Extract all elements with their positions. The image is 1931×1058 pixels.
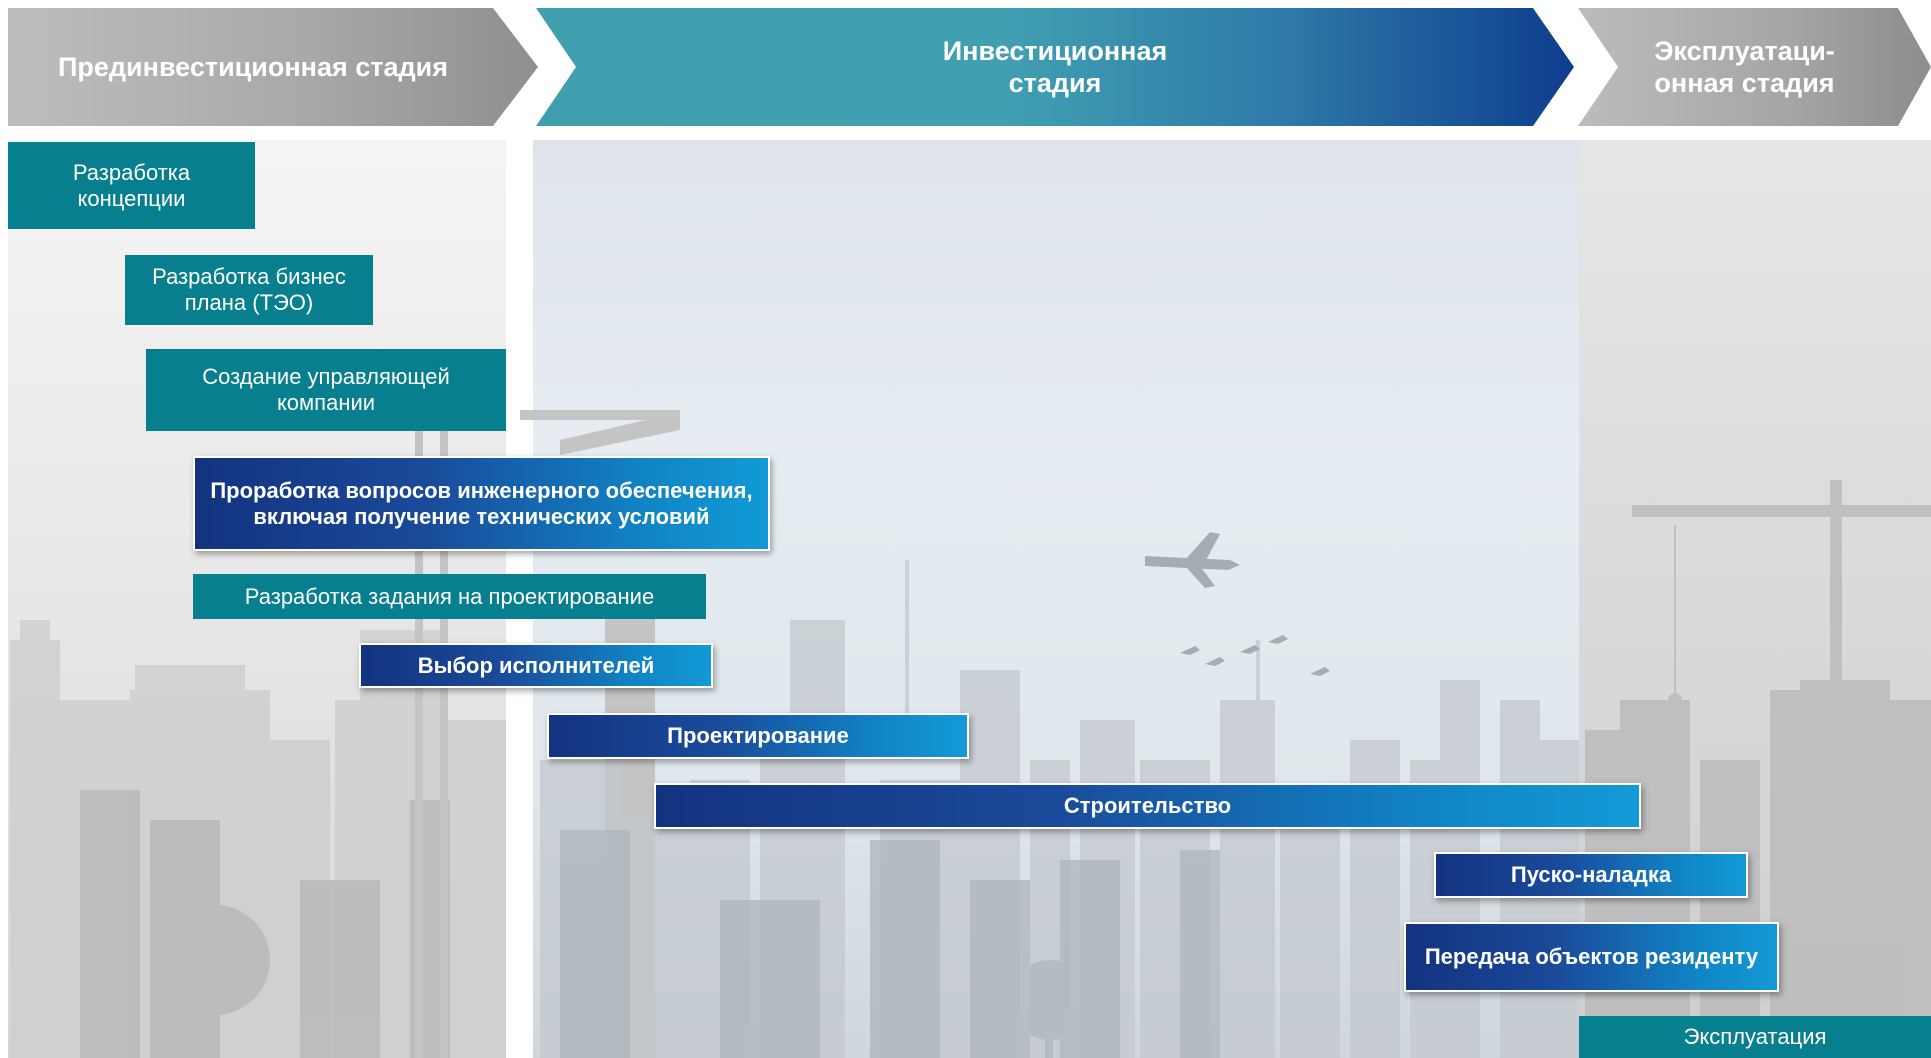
task-operation: Эксплуатация (1579, 1016, 1931, 1058)
task-construction: Строительство (654, 783, 1641, 829)
stage-header-label: Прединвестиционная стадия (57, 52, 449, 82)
task-label: Создание управляющей компании (202, 364, 450, 415)
task-label: Разработка задания на проектирование (244, 583, 655, 609)
task-label: Строительство (1063, 793, 1232, 818)
task-label: Эксплуатация (1683, 1024, 1827, 1049)
task-label: Пуско-наладка (1510, 862, 1672, 887)
stage-header-label: Инвестиционная стадия (942, 36, 1168, 98)
stage-header-investment: Инвестиционная стадия (536, 8, 1574, 126)
task-contractor-selection: Выбор исполнителей (359, 643, 713, 688)
task-business-plan: Разработка бизнес плана (ТЭО) (125, 255, 373, 325)
task-design-assignment: Разработка задания на проектирование (193, 574, 706, 619)
task-management-company: Создание управляющей компании (146, 349, 506, 431)
task-label: Разработка концепции (72, 159, 191, 211)
task-label: Проектирование (667, 723, 849, 748)
task-label: Выбор исполнителей (417, 652, 655, 678)
task-label: Передача объектов резиденту (1424, 944, 1759, 969)
stage-header-pre-investment: Прединвестиционная стадия (8, 8, 538, 126)
task-commissioning: Пуско-наладка (1434, 852, 1748, 898)
task-concept-development: Разработка концепции (8, 142, 255, 229)
task-label: Разработка бизнес плана (ТЭО) (152, 264, 346, 315)
stage-header-label: Эксплуатаци-онная стадия (1654, 36, 1835, 98)
stage-header-operation: Эксплуатаци-онная стадия (1578, 8, 1931, 126)
task-design: Проектирование (547, 713, 969, 759)
task-label: Проработка вопросов инженерного обеспече… (210, 477, 753, 529)
task-handover-to-resident: Передача объектов резиденту (1404, 922, 1779, 992)
task-engineering-supply: Проработка вопросов инженерного обеспече… (193, 456, 770, 551)
